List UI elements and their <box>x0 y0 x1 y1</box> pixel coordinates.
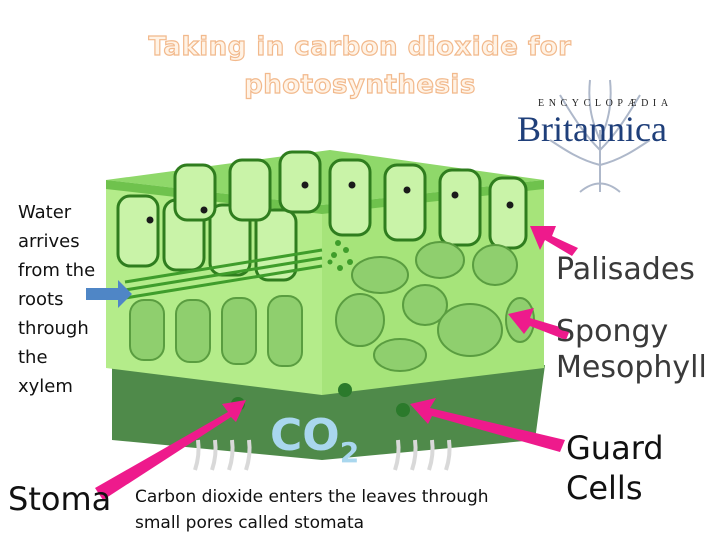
leaf-underside <box>112 365 545 460</box>
palisade-cells-front <box>116 194 298 282</box>
palisade-cells-top <box>173 150 528 250</box>
palisades-label: Palisades <box>556 252 695 287</box>
guard-cell-arrow <box>410 398 565 452</box>
chloroplast-dots <box>327 240 353 271</box>
water-label: Water arrives from the roots through the… <box>18 202 96 397</box>
cell-nuclei <box>146 181 514 224</box>
stoma-arrow <box>95 400 246 500</box>
spongy-cells-front <box>129 295 303 367</box>
logo-britannica-text: Britannica <box>517 109 667 149</box>
guard-cells-label: Guard Cells <box>566 429 664 507</box>
spongy-cells-right <box>335 241 535 372</box>
title-line-1: Taking in carbon dioxide for <box>148 31 572 62</box>
diagram-title: Taking in carbon dioxide for photosynthe… <box>120 28 600 104</box>
spongy-mesophyll-label: Spongy Mesophyll <box>556 314 707 385</box>
logo-encyclopaedia-text: ENCYCLOPÆDIA <box>538 98 673 109</box>
spongy-arrow <box>508 308 570 340</box>
pink-pointer-arrows <box>95 226 578 500</box>
title-line-2: photosynthesis <box>244 69 476 100</box>
palisades-arrow <box>530 226 578 256</box>
stoma-label: Stoma <box>8 480 112 518</box>
co2-rising-arrows <box>193 439 452 471</box>
caption-text: Carbon dioxide enters the leaves through… <box>135 487 489 533</box>
water-arrow <box>86 280 132 308</box>
xylem-vessels <box>124 248 323 300</box>
co2-label: CO2 <box>270 410 359 469</box>
